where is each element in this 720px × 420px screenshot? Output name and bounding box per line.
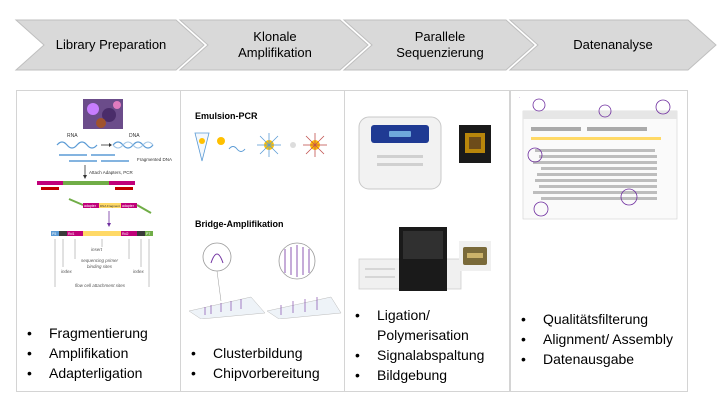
sequencer-figure	[358, 116, 491, 291]
process-chevrons	[14, 19, 717, 71]
flow-cell-label: flow cell attachment sites	[75, 283, 126, 288]
panel-library-preparation: RNA DNA Fragmented DNA Attach Adapters, …	[16, 90, 182, 392]
rd1-label: Rd1	[68, 232, 74, 236]
chevron-step-2	[178, 19, 369, 71]
index-label-left: index	[61, 269, 73, 274]
step-title-datenanalyse: Datenanalyse	[573, 37, 653, 52]
index-label-right: index	[133, 269, 145, 274]
chevron-step-4	[508, 19, 717, 71]
step-title-line: Sequenzierung	[396, 45, 484, 60]
bullet-item: Ligation/ Polymerisation	[353, 305, 505, 345]
attach-adapters-label: Attach Adapters, PCR	[89, 170, 134, 175]
bridge-amplification-figure	[188, 242, 342, 319]
library-prep-bullets: Fragmentierung Amplifikation Adapterliga…	[25, 323, 177, 383]
svg-text:adapter: adapter	[84, 204, 97, 208]
dna-fragment-box	[99, 203, 121, 208]
bullet-item: Signalabspaltung	[353, 345, 505, 365]
step-title-line: Amplifikation	[238, 45, 312, 60]
seq-primer-label: sequencing primer	[81, 258, 119, 263]
bullet-item: Chipvorbereitung	[189, 363, 341, 383]
rna-strand	[56, 141, 98, 149]
sequencing-bullets: Ligation/ Polymerisation Signalabspaltun…	[353, 305, 505, 385]
bridge-amplifikation-label: Bridge-Amplifikation	[195, 219, 284, 229]
panel-klonale-amplifikation: Emulsion-PCR Bridge-Amplifikation	[180, 90, 346, 392]
p5-label: P5	[52, 232, 56, 236]
flow-cell-image	[459, 241, 491, 271]
fragmented-dna-label: Fragmented DNA	[137, 157, 172, 162]
bullet-item: Qualitätsfilterung	[519, 309, 683, 329]
step-title-line: Klonale	[253, 29, 297, 44]
bead-1	[257, 133, 281, 157]
bullet-item: Fragmentierung	[25, 323, 177, 343]
p7-label: P7	[146, 232, 150, 236]
large-sequencer-image	[358, 227, 462, 291]
rd2-label: Rd2	[122, 232, 128, 236]
library-prep-figure: RNA DNA Fragmented DNA Attach Adapters, …	[37, 99, 172, 288]
panel-datenanalyse: · Qualitätsfilterung Alignment/ Assembly…	[510, 90, 688, 392]
alignment-viewer-figure: ·	[519, 95, 678, 220]
chevron-step-3	[342, 19, 535, 71]
step-title-klonale-amplifikation: Klonale Amplifikation	[208, 22, 342, 68]
emulsion-pcr-label: Emulsion-PCR	[195, 111, 258, 121]
bullet-item: Alignment/ Assembly	[519, 329, 683, 349]
step-title-library-preparation: Library Preparation	[55, 37, 167, 52]
panel-parallele-sequenzierung: Ligation/ Polymerisation Signalabspaltun…	[344, 90, 510, 392]
read-pileup	[533, 149, 657, 200]
step-title-line: Parallele	[414, 29, 466, 44]
step-title-parallele-sequenzierung: Parallele Sequenzierung	[372, 22, 508, 68]
bullet-item: Datenausgabe	[519, 349, 683, 369]
svg-text:adapter: adapter	[122, 204, 135, 208]
adapter-right	[121, 203, 137, 208]
bullet-item: Clusterbildung	[189, 343, 341, 363]
bead-2	[303, 133, 327, 157]
insert-label: insert	[91, 247, 103, 252]
chevron-step-1	[14, 19, 205, 71]
callout-text: ·	[519, 95, 520, 100]
binding-sites-label: binding sites	[87, 264, 113, 269]
rna-label: RNA	[67, 133, 78, 139]
bullet-item: Amplifikation	[25, 343, 177, 363]
clonal-bullets: Clusterbildung Chipvorbereitung	[189, 343, 341, 383]
svg-text:DNA Fragment: DNA Fragment	[100, 204, 120, 208]
adapter-left	[83, 203, 99, 208]
dna-label: DNA	[129, 133, 140, 139]
bullet-item: Adapterligation	[25, 363, 177, 383]
analysis-bullets: Qualitätsfilterung Alignment/ Assembly D…	[519, 309, 683, 369]
emulsion-pcr-figure	[194, 132, 327, 162]
benchtop-sequencer-image	[358, 116, 442, 190]
bullet-item: Bildgebung	[353, 365, 505, 385]
chip-image	[459, 125, 491, 163]
